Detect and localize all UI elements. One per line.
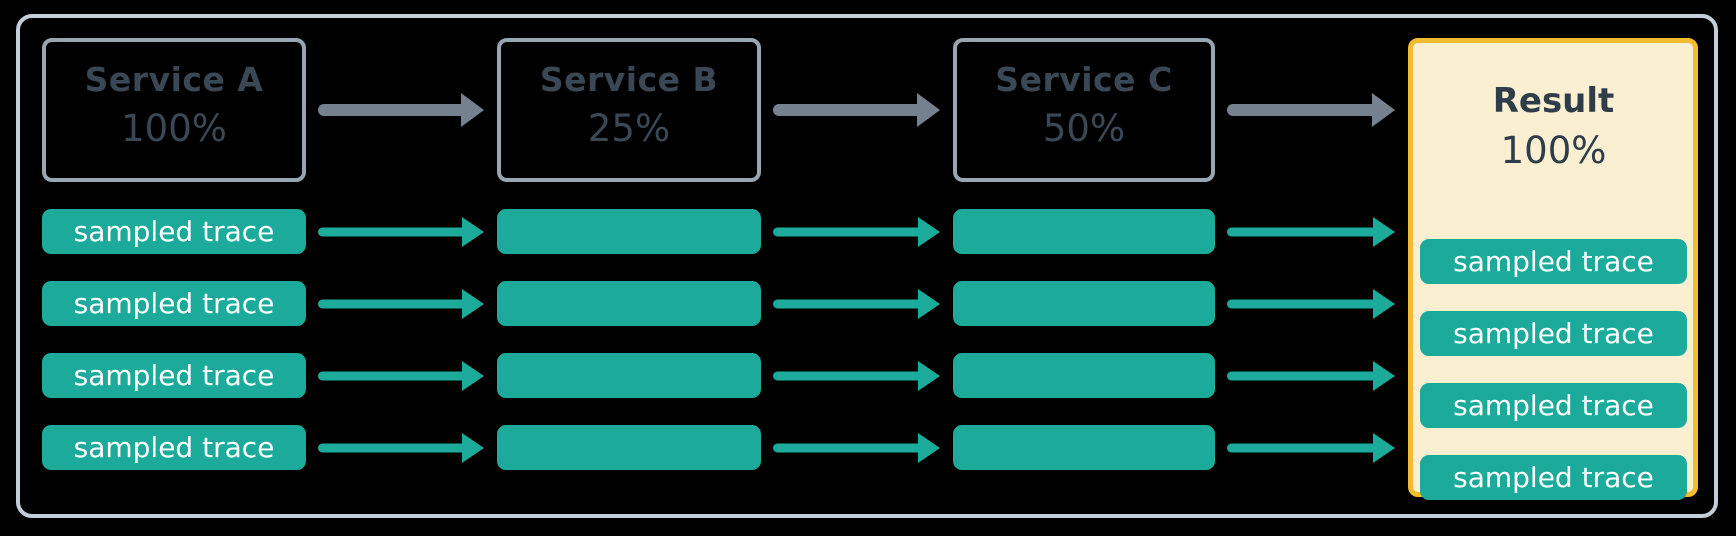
trace-box-empty <box>497 209 761 254</box>
trace-arrow <box>761 281 953 326</box>
arrow-right-icon <box>318 431 484 465</box>
service-a-node: Service A 100% <box>42 38 306 182</box>
trace-arrow <box>761 425 953 470</box>
result-node: Result 100% sampled trace sampled trace … <box>1408 38 1698 500</box>
arrow-right-icon <box>1227 215 1395 249</box>
arrow-right-icon <box>1227 93 1395 127</box>
sampled-trace-box: sampled trace <box>42 353 306 398</box>
trace-arrow <box>306 281 497 326</box>
trace-arrow <box>1215 425 1408 470</box>
trace-arrow <box>761 353 953 398</box>
trace-box-empty <box>497 425 761 470</box>
trace-box-empty <box>497 281 761 326</box>
arrow-right-icon <box>1227 287 1395 321</box>
result-trace-list: sampled trace sampled trace sampled trac… <box>1420 239 1687 500</box>
service-c-node: Service C 50% <box>953 38 1215 182</box>
service-b-name: Service B <box>539 60 719 99</box>
service-c-sample-rate: 50% <box>1042 107 1126 150</box>
trace-box-empty <box>953 425 1215 470</box>
arrow-right-icon <box>318 287 484 321</box>
sampled-trace-box: sampled trace <box>42 209 306 254</box>
trace-box-empty <box>953 209 1215 254</box>
sampled-trace-box: sampled trace <box>42 425 306 470</box>
trace-box-empty <box>953 281 1215 326</box>
service-b-node: Service B 25% <box>497 38 761 182</box>
result-sampled-trace-box: sampled trace <box>1420 311 1687 356</box>
sampling-flow-grid: Service A 100% Service B 25% Service C 5… <box>42 38 1714 500</box>
flow-arrow-b-to-c <box>761 38 953 182</box>
arrow-right-icon <box>318 215 484 249</box>
trace-arrow <box>306 209 497 254</box>
result-sampled-trace-box: sampled trace <box>1420 239 1687 284</box>
arrow-right-icon <box>1227 359 1395 393</box>
result-sampled-trace-box: sampled trace <box>1420 455 1687 500</box>
service-b-sample-rate: 25% <box>587 107 671 150</box>
trace-arrow <box>761 209 953 254</box>
arrow-right-icon <box>1227 431 1395 465</box>
arrow-right-icon <box>318 93 484 127</box>
trace-box-empty <box>497 353 761 398</box>
service-a-name: Service A <box>84 60 264 99</box>
trace-arrow <box>306 353 497 398</box>
trace-arrow <box>1215 281 1408 326</box>
arrow-right-icon <box>318 359 484 393</box>
diagram-frame: Service A 100% Service B 25% Service C 5… <box>16 14 1718 518</box>
arrow-right-icon <box>773 431 940 465</box>
trace-arrow <box>1215 353 1408 398</box>
sampled-trace-box: sampled trace <box>42 281 306 326</box>
arrow-right-icon <box>773 359 940 393</box>
arrow-right-icon <box>773 215 940 249</box>
trace-box-empty <box>953 353 1215 398</box>
flow-arrow-a-to-b <box>306 38 497 182</box>
trace-arrow <box>306 425 497 470</box>
trace-arrow <box>1215 209 1408 254</box>
result-sample-rate: 100% <box>1500 128 1607 172</box>
arrow-right-icon <box>773 287 940 321</box>
result-name: Result <box>1492 80 1615 121</box>
result-sampled-trace-box: sampled trace <box>1420 383 1687 428</box>
arrow-right-icon <box>773 93 940 127</box>
service-a-sample-rate: 100% <box>121 107 227 150</box>
service-c-name: Service C <box>995 60 1173 99</box>
flow-arrow-c-to-result <box>1215 38 1408 182</box>
result-header: Result 100% <box>1420 43 1687 239</box>
